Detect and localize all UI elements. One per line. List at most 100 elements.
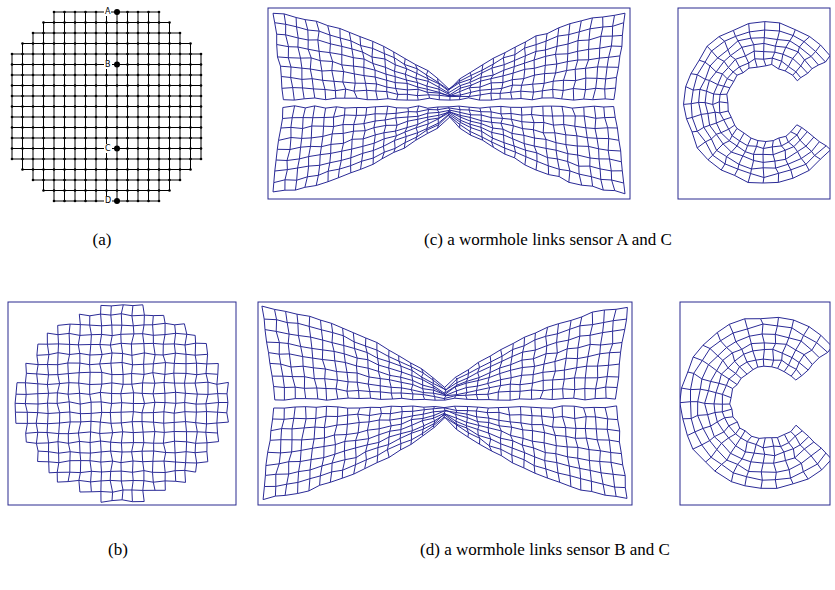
sensor-dot <box>116 126 119 129</box>
sensor-dot <box>116 95 119 98</box>
sensor-dot <box>158 74 161 77</box>
sensor-dot <box>63 189 66 192</box>
sensor-dot <box>105 116 108 119</box>
sensor-dot <box>126 137 129 140</box>
sensor-dot <box>42 95 45 98</box>
sensor-dot <box>168 158 171 161</box>
sensor-dot <box>42 147 45 150</box>
sensor-label: B <box>104 60 112 69</box>
sensor-dot <box>137 158 140 161</box>
panel-caption: (c) a wormhole links sensor A and C <box>424 230 672 250</box>
sensor-dot <box>53 126 56 129</box>
sensor-dot <box>126 105 129 108</box>
sensor-dot <box>200 53 203 56</box>
sensor-dot <box>63 116 66 119</box>
sensor-dot <box>42 63 45 66</box>
sensor-dot <box>168 147 171 150</box>
sensor-dot <box>84 147 87 150</box>
sensor-dot <box>63 200 66 203</box>
sensor-dot <box>84 74 87 77</box>
sensor-dot <box>63 42 66 45</box>
sensor-dot <box>42 21 45 24</box>
sensor-dot <box>95 21 98 24</box>
panel-caption: (a) <box>93 230 112 250</box>
sensor-dot <box>200 95 203 98</box>
sensor-dot <box>42 189 45 192</box>
sensor-dot <box>53 74 56 77</box>
sensor-grid <box>12 12 201 201</box>
sensor-dot <box>95 42 98 45</box>
sensor-dot <box>126 200 129 203</box>
sensor-dot <box>74 32 77 35</box>
sensor-dot <box>32 158 35 161</box>
sensor-dot <box>168 179 171 182</box>
panel-frame <box>268 8 630 199</box>
sensor-dot <box>158 179 161 182</box>
sensor-dot <box>147 32 150 35</box>
sensor-dot <box>116 189 119 192</box>
sensor-dot <box>63 137 66 140</box>
sensor-dot <box>137 200 140 203</box>
sensor-label: C <box>104 144 112 153</box>
sensor-dot <box>137 53 140 56</box>
sensor-dot <box>32 63 35 66</box>
sensor-dot <box>168 95 171 98</box>
sensor-dot <box>179 53 182 56</box>
sensor-dot <box>21 84 24 87</box>
sensor-dot <box>179 147 182 150</box>
sensor-dot <box>95 95 98 98</box>
sensor-dot <box>116 74 119 77</box>
sensor-dot <box>84 189 87 192</box>
sensor-dot <box>74 126 77 129</box>
sensor-dot <box>168 32 171 35</box>
sensor-dot <box>158 42 161 45</box>
sensor-dot <box>32 137 35 140</box>
sensor-dot <box>84 158 87 161</box>
sensor-dot <box>53 42 56 45</box>
sensor-dot <box>74 168 77 171</box>
sensor-dot <box>105 74 108 77</box>
sensor-dot <box>11 126 14 129</box>
sensor-dot <box>126 63 129 66</box>
sensor-dot <box>84 200 87 203</box>
sensor-dot <box>84 137 87 140</box>
sensor-dot <box>63 84 66 87</box>
embedded-grid <box>262 306 628 400</box>
sensor-dot <box>74 137 77 140</box>
sensor-dot <box>95 105 98 108</box>
sensor-dot <box>95 11 98 14</box>
sensor-dot <box>200 84 203 87</box>
sensor-dot <box>95 126 98 129</box>
sensor-dot <box>189 116 192 119</box>
sensor-dot <box>42 137 45 140</box>
sensor-dot <box>137 137 140 140</box>
sensor-dot <box>11 63 14 66</box>
sensor-dot <box>95 32 98 35</box>
sensor-dot <box>53 158 56 161</box>
sensor-dot <box>21 42 24 45</box>
sensor-dot <box>126 53 129 56</box>
sensor-dot <box>179 32 182 35</box>
sensor-dot <box>95 189 98 192</box>
sensor-dot <box>179 137 182 140</box>
sensor-dot <box>200 147 203 150</box>
sensor-dot <box>32 168 35 171</box>
sensor-dot <box>147 11 150 14</box>
sensor-dot <box>168 137 171 140</box>
sensor-dot <box>74 200 77 203</box>
sensor-dot <box>137 126 140 129</box>
sensor-dot <box>200 116 203 119</box>
sensor-dot <box>11 95 14 98</box>
sensor-dot <box>168 84 171 87</box>
sensor-dot <box>105 189 108 192</box>
sensor-dot <box>126 21 129 24</box>
side-view-grid <box>684 22 831 183</box>
sensor-dot <box>137 11 140 14</box>
embedded-grid <box>263 406 627 500</box>
sensor-dot <box>147 42 150 45</box>
sensor-dot <box>74 11 77 14</box>
sensor-dot <box>42 158 45 161</box>
sensor-dot <box>84 95 87 98</box>
sensor-dot <box>74 53 77 56</box>
sensor-dot <box>179 116 182 119</box>
